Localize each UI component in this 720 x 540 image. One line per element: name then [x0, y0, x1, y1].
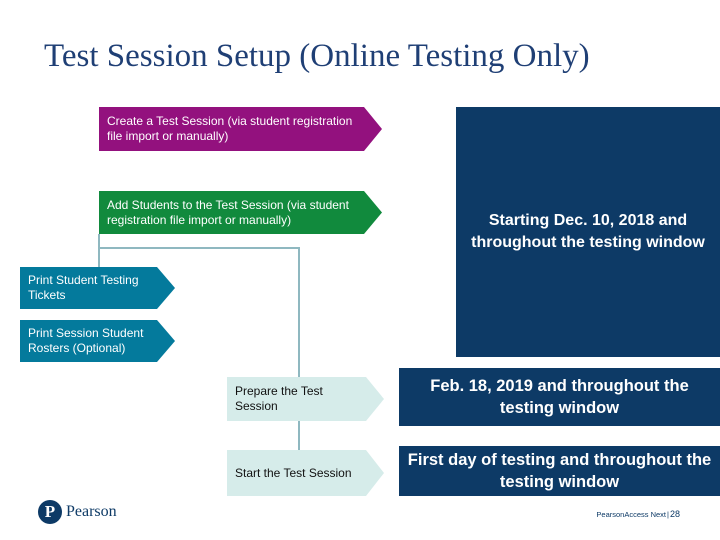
timing-panel-starting: Starting Dec. 10, 2018 and throughout th…	[456, 107, 720, 357]
timing-text: Starting Dec. 10, 2018 and throughout th…	[471, 212, 705, 251]
step-print-session-rosters: Print Session Student Rosters (Optional)	[20, 320, 175, 362]
step-start-test-session: Start the Test Session	[227, 450, 384, 496]
slide-footer: PearsonAccess Next|28	[560, 509, 680, 519]
step-label: Print Student Testing Tickets	[28, 273, 139, 302]
step-label: Prepare the Test Session	[235, 384, 323, 413]
step-label: Add Students to the Test Session (via st…	[107, 197, 349, 227]
connector-line	[298, 247, 300, 377]
timing-text: Feb. 18, 2019 and throughout the testing…	[430, 377, 689, 417]
step-label: Create a Test Session (via student regis…	[107, 114, 353, 143]
pearson-logo-mark: P	[38, 500, 62, 524]
footer-app-name: PearsonAccess Next	[596, 510, 667, 519]
timing-panel-first-day: First day of testing and throughout the …	[399, 446, 720, 496]
page-number: 28	[669, 509, 680, 519]
pearson-logo-text: Pearson	[66, 503, 117, 520]
connector-line	[98, 234, 100, 248]
connector-line	[98, 247, 300, 249]
step-create-test-session: Create a Test Session (via student regis…	[99, 107, 382, 151]
connector-line	[98, 247, 100, 267]
step-label: Print Session Student Rosters (Optional)	[28, 326, 144, 355]
step-add-students: Add Students to the Test Session (via st…	[99, 191, 382, 234]
timing-text: First day of testing and throughout the …	[407, 451, 712, 491]
slide-title: Test Session Setup (Online Testing Only)	[44, 38, 590, 74]
step-label: Start the Test Session	[235, 465, 352, 480]
connector-line	[298, 421, 300, 450]
pearson-logo: P Pearson	[38, 500, 117, 524]
step-prepare-test-session: Prepare the Test Session	[227, 377, 384, 421]
timing-panel-feb: Feb. 18, 2019 and throughout the testing…	[399, 368, 720, 426]
footer-separator: |	[667, 510, 669, 519]
step-print-testing-tickets: Print Student Testing Tickets	[20, 267, 175, 309]
